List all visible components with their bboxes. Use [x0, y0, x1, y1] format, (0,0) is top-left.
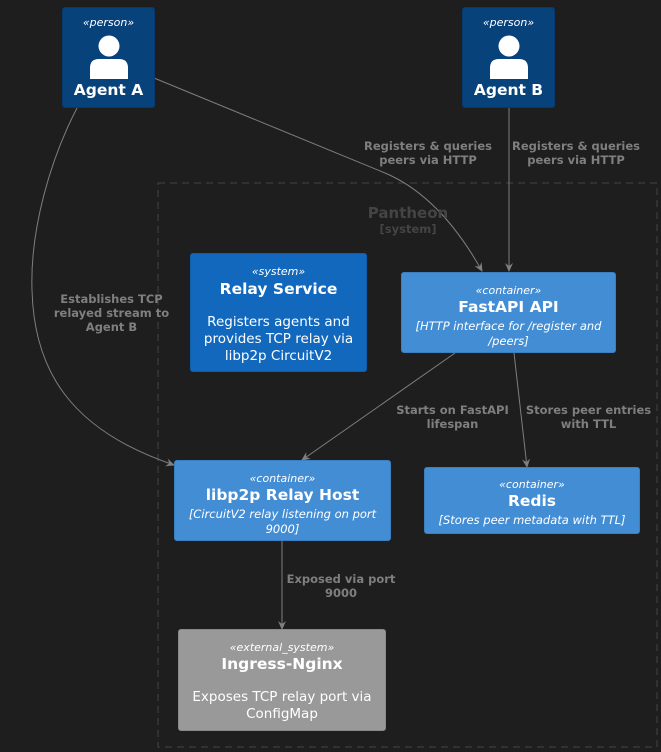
edge-label-fastapi-to-redis: Stores peer entries with TTL: [525, 403, 652, 431]
node-technology: [HTTP interface for /register and /peers…: [415, 319, 602, 348]
edge-label-agent-a-to-relay-host: Establishes TCP relayed stream to Agent …: [53, 292, 170, 334]
node-title: Agent A: [73, 81, 144, 99]
person-icon: [489, 35, 528, 79]
node-technology: [CircuitV2 relay listening on port 9000]: [188, 507, 377, 536]
node-redis[interactable]: «container» Redis [Stores peer metadata …: [424, 467, 640, 534]
node-relay-host[interactable]: «container» libp2p Relay Host [CircuitV2…: [174, 460, 391, 541]
node-technology: [Stores peer metadata with TTL]: [438, 513, 626, 527]
node-title: Ingress-Nginx: [221, 655, 343, 673]
node-description: Exposes TCP relay port via ConfigMap: [192, 689, 372, 722]
node-stereotype: «person»: [82, 16, 135, 29]
node-title: Redis: [507, 492, 557, 510]
edge-label-relay-host-to-ingress: Exposed via port 9000: [286, 572, 396, 600]
node-stereotype: «system»: [251, 265, 306, 278]
node-stereotype: «container»: [249, 472, 316, 485]
node-stereotype: «container»: [475, 284, 542, 297]
node-title: FastAPI API: [458, 298, 559, 316]
node-relay-service[interactable]: «system» Relay Service Registers agents …: [190, 253, 367, 372]
edge-label-fastapi-to-relay-host: Starts on FastAPI lifespan: [396, 403, 509, 431]
edge-label-agent-a-to-fastapi: Registers & queries peers via HTTP: [364, 139, 492, 167]
node-agent-b[interactable]: «person» Agent B: [462, 7, 555, 108]
node-agent-a[interactable]: «person» Agent A: [62, 7, 155, 108]
node-title: Agent B: [473, 81, 544, 99]
node-stereotype: «container»: [499, 478, 565, 491]
node-stereotype: «person»: [482, 16, 535, 29]
person-icon: [89, 35, 128, 79]
node-title: Relay Service: [219, 280, 338, 298]
boundary-name: Pantheon: [367, 204, 449, 222]
node-stereotype: «external_system»: [229, 641, 335, 654]
edge-label-agent-b-to-fastapi: Registers & queries peers via HTTP: [512, 139, 640, 167]
node-fastapi-api[interactable]: «container» FastAPI API [HTTP interface …: [401, 272, 616, 353]
node-description: Registers agents and provides TCP relay …: [203, 314, 354, 364]
edge-agent-a-to-relay-host: [31, 107, 175, 467]
boundary-type: [system]: [379, 222, 437, 236]
pantheon-boundary: [157, 182, 658, 748]
edge-agent-a-to-fastapi: [153, 77, 483, 272]
node-title: libp2p Relay Host: [205, 486, 360, 504]
edge-fastapi-to-redis: [513, 352, 531, 468]
boundary-title: Pantheon [system]: [348, 204, 468, 237]
edge-fastapi-to-relay-host: [301, 352, 456, 461]
node-ingress-nginx[interactable]: «external_system» Ingress-Nginx Exposes …: [178, 629, 386, 731]
